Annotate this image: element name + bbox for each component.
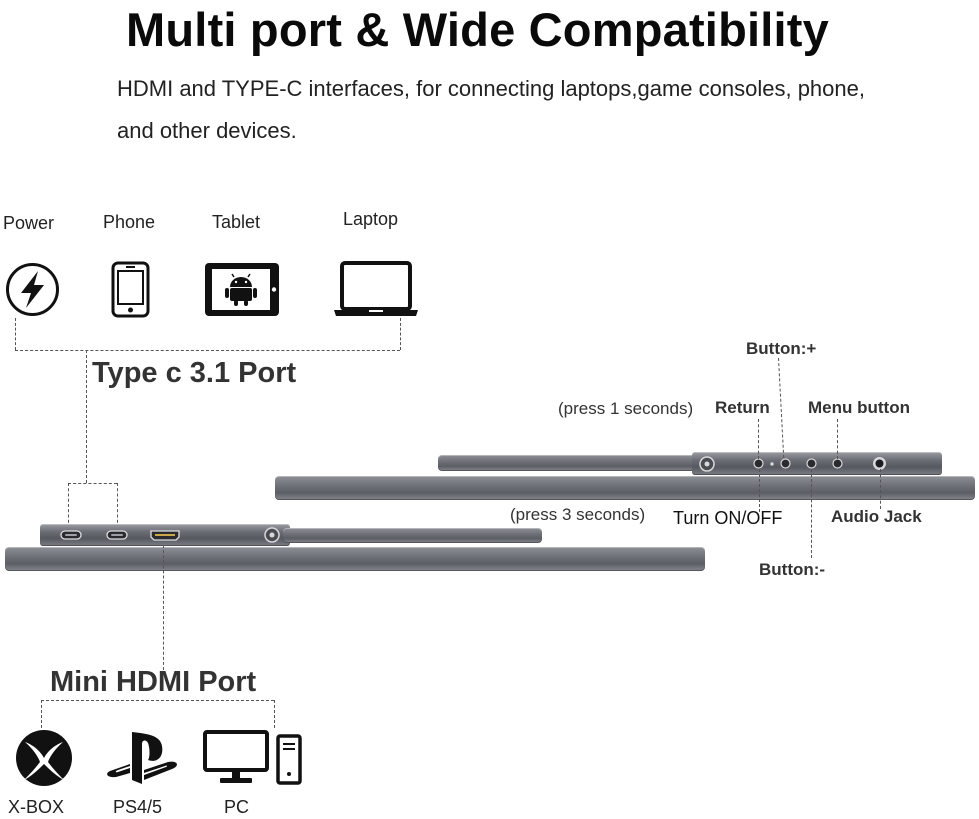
device-label-phone: Phone bbox=[103, 212, 156, 232]
xbox-logo-icon bbox=[14, 728, 74, 788]
knob-icon bbox=[264, 527, 280, 543]
return-leader-line bbox=[758, 419, 759, 459]
right-device-stand bbox=[438, 455, 700, 471]
device-label-pc: PC bbox=[224, 797, 250, 817]
usb-c-port-icon bbox=[106, 530, 128, 540]
device-label-xbox: X-BOX bbox=[8, 797, 65, 817]
device-label-ps: PS4/5 bbox=[113, 797, 163, 817]
hdmi-bracket-top bbox=[41, 700, 274, 701]
return-hint: (press 1 seconds) bbox=[558, 399, 694, 418]
plus-button-label: Button:+ bbox=[746, 339, 817, 358]
audio-jack-label: Audio Jack bbox=[831, 507, 922, 526]
return-button-label: Return bbox=[715, 398, 770, 417]
menu-button-dot bbox=[832, 458, 843, 469]
right-device-panel bbox=[275, 476, 975, 500]
indicator-led bbox=[770, 462, 774, 466]
device-label-power: Power bbox=[3, 213, 55, 233]
type-c-bracket-bottom bbox=[15, 350, 400, 351]
left-device-stand bbox=[283, 528, 542, 543]
power-leader-line bbox=[759, 469, 760, 512]
hdmi-bracket-right bbox=[274, 700, 275, 728]
playstation-logo-icon bbox=[106, 730, 181, 786]
type-c-bracket-left bbox=[15, 318, 16, 350]
page-subtitle: HDMI and TYPE-C interfaces, for connecti… bbox=[117, 76, 865, 143]
return-button-dot bbox=[753, 458, 764, 469]
audio-leader-line bbox=[880, 469, 881, 509]
menu-leader-line bbox=[837, 419, 838, 459]
type-c-leader-line bbox=[86, 350, 87, 483]
usb-c-port-icon bbox=[60, 530, 82, 540]
menu-button-label: Menu button bbox=[808, 398, 910, 417]
right-device-button-housing bbox=[692, 452, 942, 475]
hdmi-leader-line bbox=[163, 545, 164, 670]
type-c-port-label: Type c 3.1 Port bbox=[92, 357, 297, 389]
device-label-tablet: Tablet bbox=[212, 212, 261, 232]
desktop-pc-icon bbox=[203, 730, 305, 786]
audio-jack-icon bbox=[872, 456, 887, 471]
mini-hdmi-port-label: Mini HDMI Port bbox=[50, 666, 257, 698]
left-device-panel bbox=[5, 547, 705, 571]
knob-icon bbox=[699, 456, 715, 472]
laptop-icon bbox=[333, 261, 419, 318]
type-c-ports-bracket-left bbox=[68, 483, 69, 528]
power-hint: (press 3 seconds) bbox=[510, 505, 646, 524]
mini-hdmi-port-icon bbox=[150, 530, 180, 541]
minus-button-label: Button:- bbox=[759, 560, 826, 579]
smartphone-icon bbox=[111, 261, 150, 318]
type-c-bracket-right bbox=[400, 318, 401, 350]
lightning-bolt-icon bbox=[5, 262, 60, 317]
type-c-ports-bracket-right bbox=[117, 483, 118, 528]
minus-leader-line bbox=[811, 469, 812, 558]
hdmi-bracket-left bbox=[41, 700, 42, 728]
type-c-ports-bracket bbox=[68, 483, 117, 484]
device-label-laptop: Laptop bbox=[343, 209, 399, 229]
plus-button-dot bbox=[780, 458, 791, 469]
power-button-label: Turn ON/OFF bbox=[673, 508, 783, 528]
page-title: Multi port & Wide Compatibility bbox=[126, 3, 829, 56]
minus-button-dot bbox=[806, 458, 817, 469]
plus-leader-line bbox=[778, 357, 785, 458]
android-tablet-icon bbox=[203, 261, 281, 318]
